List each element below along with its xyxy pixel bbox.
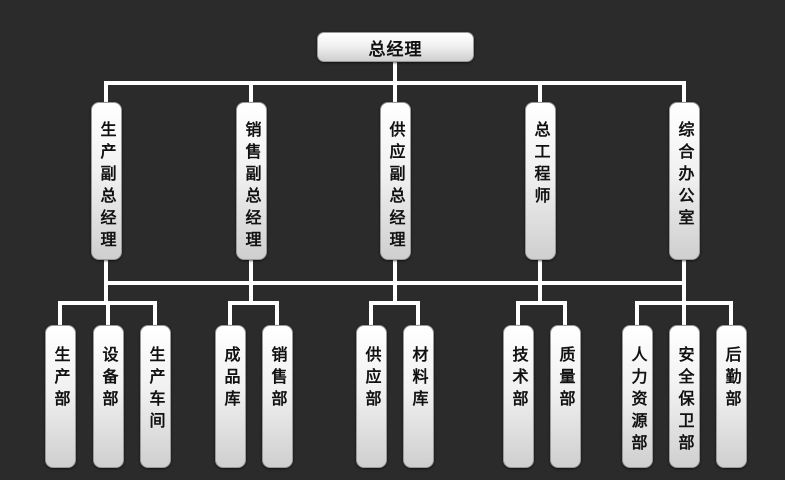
department-box: 设备部 — [93, 325, 124, 468]
department-box: 后勤部 — [716, 325, 747, 468]
division-label: 生产副总经理 — [97, 121, 117, 253]
division-label: 销售副总经理 — [242, 121, 262, 253]
department-label: 销售部 — [268, 346, 288, 412]
division-production-vp: 生产副总经理 — [91, 102, 122, 260]
department-box: 安全保卫部 — [669, 325, 700, 468]
general-manager-box: 总经理 — [317, 32, 474, 62]
division-label: 综合办公室 — [675, 121, 695, 231]
division-sales-vp: 销售副总经理 — [236, 102, 267, 260]
department-label: 成品库 — [221, 346, 241, 412]
division-label: 总工程师 — [531, 121, 551, 209]
department-label: 材料库 — [409, 346, 429, 412]
department-box: 生产车间 — [140, 325, 171, 468]
general-manager-label: 总经理 — [368, 39, 423, 60]
division-general-office: 综合办公室 — [669, 102, 700, 260]
department-label: 技术部 — [509, 346, 529, 412]
department-label: 生产车间 — [146, 346, 166, 434]
department-box: 供应部 — [356, 325, 387, 468]
department-box: 人力资源部 — [622, 325, 653, 468]
department-box: 销售部 — [262, 325, 293, 468]
department-box: 成品库 — [215, 325, 246, 468]
department-label: 供应部 — [362, 346, 382, 412]
department-box: 材料库 — [403, 325, 434, 468]
department-label: 后勤部 — [722, 346, 742, 412]
division-label: 供应副总经理 — [386, 121, 406, 253]
department-box: 生产部 — [45, 325, 76, 468]
division-chief-engineer: 总工程师 — [525, 102, 556, 260]
department-label: 设备部 — [99, 346, 119, 412]
department-label: 安全保卫部 — [675, 346, 695, 456]
department-box: 技术部 — [503, 325, 534, 468]
division-supply-vp: 供应副总经理 — [380, 102, 411, 260]
department-label: 生产部 — [51, 346, 71, 412]
department-label: 人力资源部 — [628, 346, 648, 456]
department-label: 质量部 — [556, 346, 576, 412]
department-box: 质量部 — [550, 325, 581, 468]
